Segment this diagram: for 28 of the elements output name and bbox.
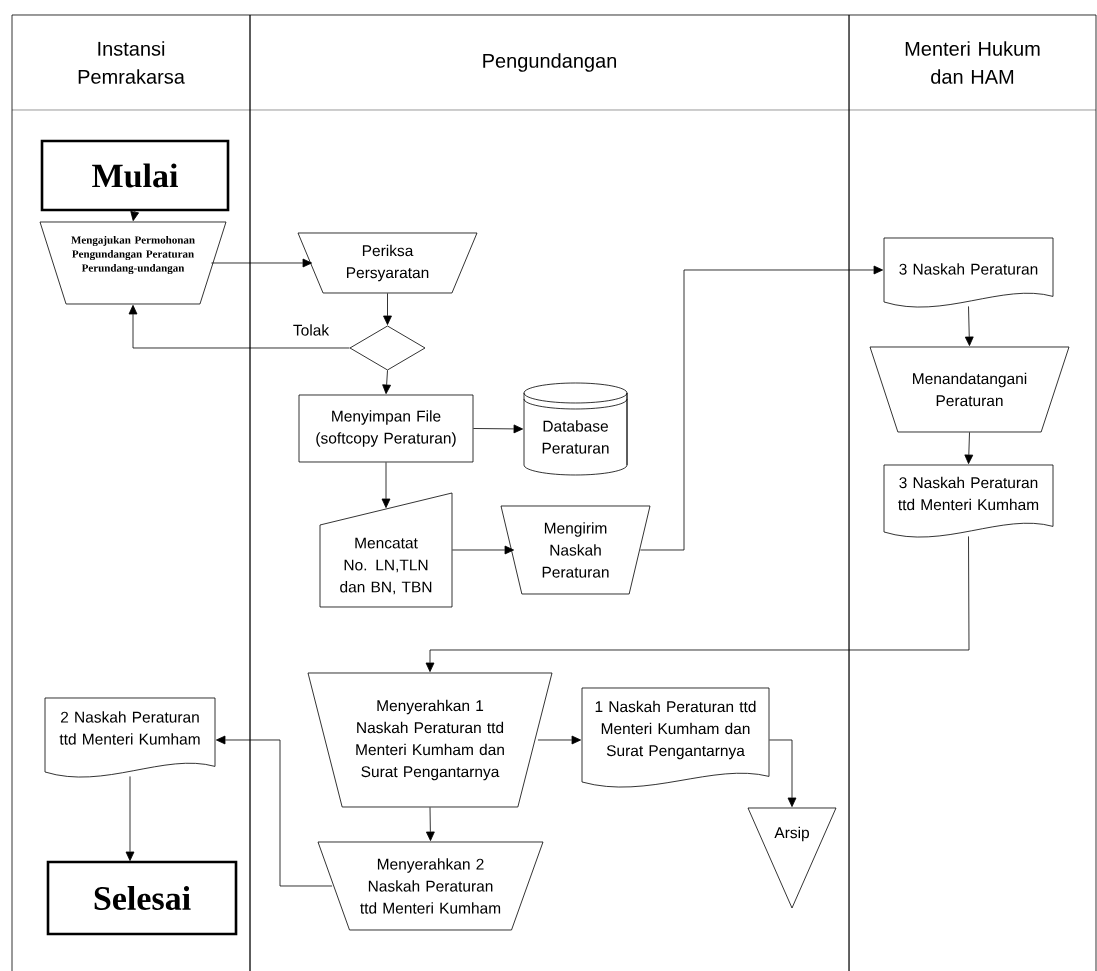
decision-diamond bbox=[349, 325, 426, 371]
arrow bbox=[381, 462, 391, 508]
arrow bbox=[452, 545, 515, 555]
process-box: Menyimpan File (softcopy Peraturan) bbox=[298, 394, 474, 463]
document-shape: 3 Naskah Peraturan bbox=[883, 237, 1054, 308]
document-shape: 3 Naskah Peraturan ttd Menteri Kumham bbox=[883, 464, 1054, 538]
archive-triangle: Arsip bbox=[747, 807, 837, 909]
arrow bbox=[964, 306, 974, 346]
terminator-box: Selesai bbox=[46, 860, 238, 936]
arrow bbox=[382, 370, 391, 395]
arrow bbox=[125, 776, 135, 861]
arrow bbox=[640, 265, 884, 551]
document-shape: 1 Naskah Peraturan ttd Menteri Kumham dan Surat Pengantarnya bbox=[581, 687, 770, 788]
arrow bbox=[128, 304, 350, 349]
arrow bbox=[425, 536, 970, 672]
arrow bbox=[426, 807, 435, 841]
database-cylinder: Database Peraturan bbox=[523, 382, 628, 476]
arrow bbox=[964, 432, 974, 464]
arrow bbox=[383, 293, 392, 325]
arrow bbox=[211, 258, 313, 268]
document-shape: 2 Naskah Peraturan ttd Menteri Kumham bbox=[44, 697, 216, 778]
edge-label: Tolak bbox=[291, 323, 331, 337]
arrow bbox=[769, 739, 797, 807]
arrow bbox=[130, 210, 139, 222]
arrow bbox=[537, 735, 582, 745]
arrow bbox=[473, 424, 524, 434]
terminator-box: Mulai bbox=[40, 139, 230, 212]
arrow bbox=[216, 735, 333, 887]
